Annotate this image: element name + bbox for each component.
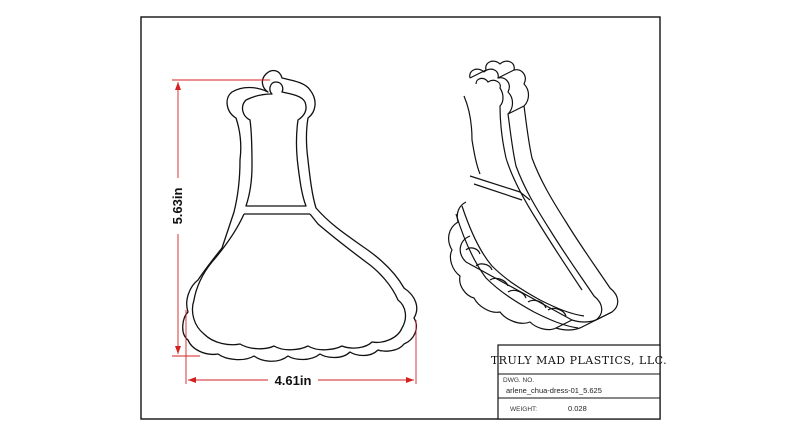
title-block	[497, 344, 661, 420]
weight-label: WEIGHT:	[510, 406, 537, 413]
dimension-arrows	[175, 82, 414, 383]
width-dimension-label: 4.61in	[275, 373, 312, 388]
isometric-view	[448, 60, 619, 331]
company-name: TRULY MAD PLASTICS, LLC.	[491, 354, 667, 367]
height-label-bg	[170, 178, 186, 234]
width-label-bg	[268, 372, 318, 388]
front-view-outline	[182, 69, 418, 362]
height-dimension-label: 5.63in	[170, 188, 185, 225]
dwg-no-value: arlene_chua-dress-01_5.625	[506, 386, 602, 395]
weight-value: 0.028	[568, 404, 587, 413]
drawing-border	[140, 16, 661, 420]
dwg-no-label: DWG. NO.	[503, 377, 534, 384]
